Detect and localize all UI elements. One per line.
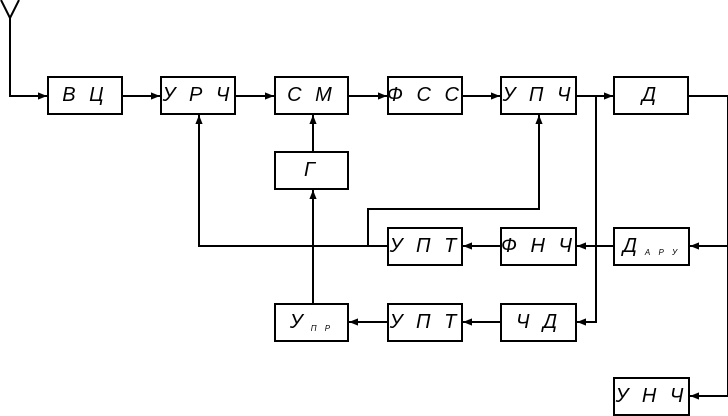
block-fnch-label: Ф Н Ч [501,235,576,257]
block-upt-afc: У П Т [387,303,463,342]
block-daru-label: Д [622,235,641,257]
block-vc-label: В Ц [62,84,108,106]
block-fss-label: Ф С С [387,84,463,106]
block-upr-label: У [289,311,307,333]
block-g: Г [274,151,349,190]
antenna-symbol [0,0,20,21]
block-urch-label: У Р Ч [162,84,234,106]
block-fnch: Ф Н Ч [500,227,577,266]
block-upch-label: У П Ч [502,84,575,106]
wire-upch-chd [577,96,597,326]
wire-upt-urch [195,115,387,247]
antenna-feed-wire [9,18,47,100]
wire-d-bus [689,95,728,396]
block-unch: У Н Ч [613,377,690,416]
block-unch-label: У Н Ч [615,385,688,407]
block-d-label: Д [641,84,661,106]
wire-upt-upch [367,115,543,246]
block-fss: Ф С С [387,76,463,115]
block-upt-agc: У П Т [387,227,463,266]
block-urch: У Р Ч [160,76,236,115]
block-upr-subscript: П Р [310,324,334,333]
block-chd-label: Ч Д [515,311,562,333]
block-vc: В Ц [47,76,123,115]
block-d: Д [613,76,689,115]
block-chd: Ч Д [500,303,577,342]
block-sm: С М [274,76,349,115]
block-daru-subscript: А Р У [644,248,681,257]
block-upch: У П Ч [500,76,577,115]
block-sm-label: С М [287,84,336,106]
block-g-label: Г [304,159,319,181]
block-upt-afc-label: У П Т [389,311,461,333]
block-upt-agc-label: У П Т [389,235,461,257]
